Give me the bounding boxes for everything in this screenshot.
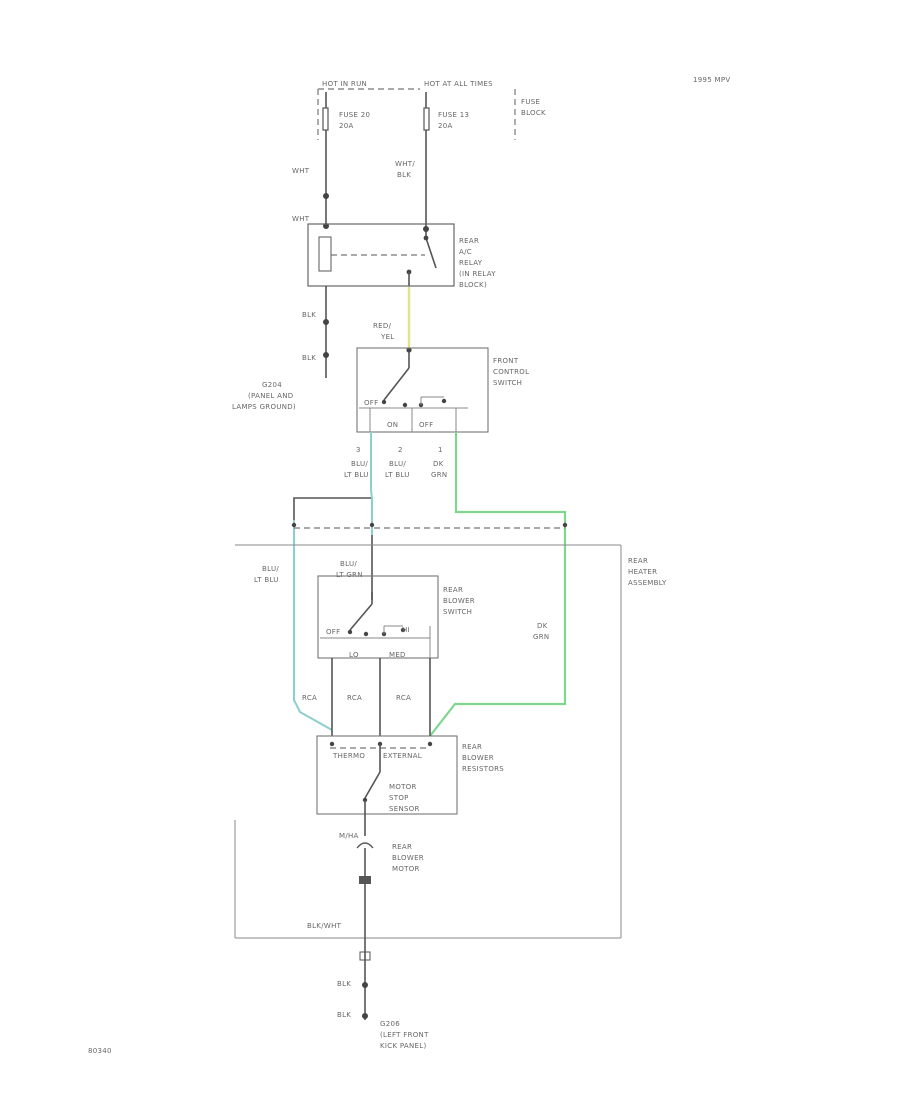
wire-blk-ground bbox=[323, 286, 329, 378]
rear-blower-switch bbox=[317, 575, 439, 659]
resistor-thermo: THERMO bbox=[332, 752, 365, 760]
wire-wht-1: WHT bbox=[292, 167, 310, 175]
blower-switch-off: OFF bbox=[326, 628, 340, 636]
wire-blk-2: BLK bbox=[302, 354, 316, 362]
motor-label-3: MOTOR bbox=[392, 865, 420, 873]
fuse-20-rating: 20A bbox=[339, 122, 354, 130]
motor-stop-sensor-3: SENSOR bbox=[389, 805, 420, 813]
resistor-rca-3: RCA bbox=[396, 694, 411, 702]
blower-resistors-label-1: REAR bbox=[462, 743, 482, 751]
resistor-rca-2: RCA bbox=[347, 694, 362, 702]
front-switch-off2: OFF bbox=[419, 421, 433, 429]
blower-switch-med: MED bbox=[389, 651, 406, 659]
wire-green-top bbox=[454, 432, 567, 530]
rear-ac-relay bbox=[307, 223, 455, 287]
fuse-block: HOT IN RUN HOT AT ALL TIMES FUSE 20 20A … bbox=[317, 80, 546, 140]
motor-mark: M/HA bbox=[339, 832, 359, 840]
ground-g206-2: (LEFT FRONT bbox=[380, 1031, 429, 1039]
rca-wires bbox=[331, 658, 431, 736]
wire-left-branch bbox=[293, 497, 371, 520]
rear-blower-resistors bbox=[316, 735, 458, 836]
wire-ltblu-center bbox=[370, 432, 373, 535]
wire-wht-blk-1: WHT/ bbox=[395, 160, 415, 168]
blower-switch-label-1: REAR bbox=[443, 586, 463, 594]
rear-heater-label-1: REAR bbox=[628, 557, 648, 565]
rear-heater-label-3: ASSEMBLY bbox=[628, 579, 667, 587]
front-switch-off: OFF bbox=[364, 399, 378, 407]
wire-blk-wht: BLK/WHT bbox=[307, 922, 342, 930]
wire-blu-ltgrn-a: BLU/ bbox=[340, 560, 357, 568]
wire-dk-grn-2a: DK bbox=[537, 622, 548, 630]
wire-dk-grn-2b: GRN bbox=[533, 633, 549, 641]
blower-resistors-label-2: BLOWER bbox=[462, 754, 494, 762]
blower-switch-label-2: BLOWER bbox=[443, 597, 475, 605]
resistor-rca-1: RCA bbox=[302, 694, 317, 702]
ground-g206-1: G206 bbox=[380, 1020, 400, 1028]
relay-label-3: RELAY bbox=[459, 259, 483, 267]
wire-blk-1: BLK bbox=[302, 311, 316, 319]
fuse-20-label: FUSE 20 bbox=[339, 111, 370, 119]
hot-in-run-label: HOT IN RUN bbox=[322, 80, 367, 88]
blower-switch-hi: HI bbox=[402, 626, 410, 634]
wire-dk-grn-a: DK bbox=[433, 460, 444, 468]
wire-ltblu-left bbox=[293, 520, 333, 731]
connector-3: 3 bbox=[356, 446, 361, 454]
blower-switch-label-3: SWITCH bbox=[443, 608, 472, 616]
resistor-external: EXTERNAL bbox=[383, 752, 422, 760]
wire-dk-grn-b: GRN bbox=[431, 471, 447, 479]
fuse-13-label: FUSE 13 bbox=[438, 111, 469, 119]
wire-blu-ltblu-1b: LT BLU bbox=[344, 471, 369, 479]
blower-resistors-label-3: RESISTORS bbox=[462, 765, 504, 773]
wire-blu-ltblu-3a: BLU/ bbox=[262, 565, 279, 573]
connector-1: 1 bbox=[438, 446, 443, 454]
rear-heater-assembly-boundary bbox=[234, 544, 622, 939]
connector-2: 2 bbox=[398, 446, 403, 454]
motor-label-2: BLOWER bbox=[392, 854, 424, 862]
wire-green-right bbox=[429, 530, 567, 737]
wire-red-yel-2: YEL bbox=[380, 333, 395, 341]
wire-blk-bottom bbox=[359, 951, 371, 1020]
front-switch-label-3: SWITCH bbox=[493, 379, 522, 387]
rear-blower-motor bbox=[356, 842, 374, 960]
wire-blu-ltblu-1a: BLU/ bbox=[351, 460, 368, 468]
fuse-13-symbol bbox=[423, 107, 430, 131]
fuse-13-rating: 20A bbox=[438, 122, 453, 130]
motor-label-1: REAR bbox=[392, 843, 412, 851]
relay-label-4: (IN RELAY bbox=[459, 270, 496, 278]
motor-stop-sensor-1: MOTOR bbox=[389, 783, 417, 791]
wire-blu-ltblu-2b: LT BLU bbox=[385, 471, 410, 479]
relay-label-1: REAR bbox=[459, 237, 479, 245]
wire-blu-ltgrn-b: LT GRN bbox=[336, 571, 363, 579]
blower-switch-lo: LO bbox=[349, 651, 359, 659]
hot-at-all-times-label: HOT AT ALL TIMES bbox=[424, 80, 493, 88]
relay-label-2: A/C bbox=[459, 248, 472, 256]
ground-g204-1: G204 bbox=[262, 381, 282, 389]
wire-red-yel-1: RED/ bbox=[373, 322, 392, 330]
ground-g204-3: LAMPS GROUND) bbox=[232, 403, 296, 411]
wire-wht-blk-2: BLK bbox=[397, 171, 411, 179]
relay-label-5: BLOCK) bbox=[459, 281, 487, 289]
wire-wht-2: WHT bbox=[292, 215, 310, 223]
rear-heater-label-2: HEATER bbox=[628, 568, 657, 576]
fuse-block-name-1: FUSE bbox=[521, 98, 540, 106]
wire-blu-ltblu-3b: LT BLU bbox=[254, 576, 279, 584]
ground-g206-3: KICK PANEL) bbox=[380, 1042, 427, 1050]
fuse-20-symbol bbox=[322, 107, 329, 131]
wire-right-top bbox=[423, 92, 429, 238]
fuse-block-name-2: BLOCK bbox=[521, 109, 546, 117]
front-switch-on: ON bbox=[387, 421, 398, 429]
ground-g204-2: (PANEL AND bbox=[248, 392, 294, 400]
front-switch-label-2: CONTROL bbox=[493, 368, 529, 376]
front-switch-label-1: FRONT bbox=[493, 357, 519, 365]
wire-blk-4: BLK bbox=[337, 1011, 351, 1019]
front-control-switch bbox=[356, 347, 489, 433]
year-note: 1995 MPV bbox=[693, 76, 731, 84]
diagram-code: 80340 bbox=[88, 1047, 112, 1055]
wire-blu-ltblu-2a: BLU/ bbox=[389, 460, 406, 468]
motor-stop-sensor-2: STOP bbox=[389, 794, 409, 802]
wire-blk-3: BLK bbox=[337, 980, 351, 988]
